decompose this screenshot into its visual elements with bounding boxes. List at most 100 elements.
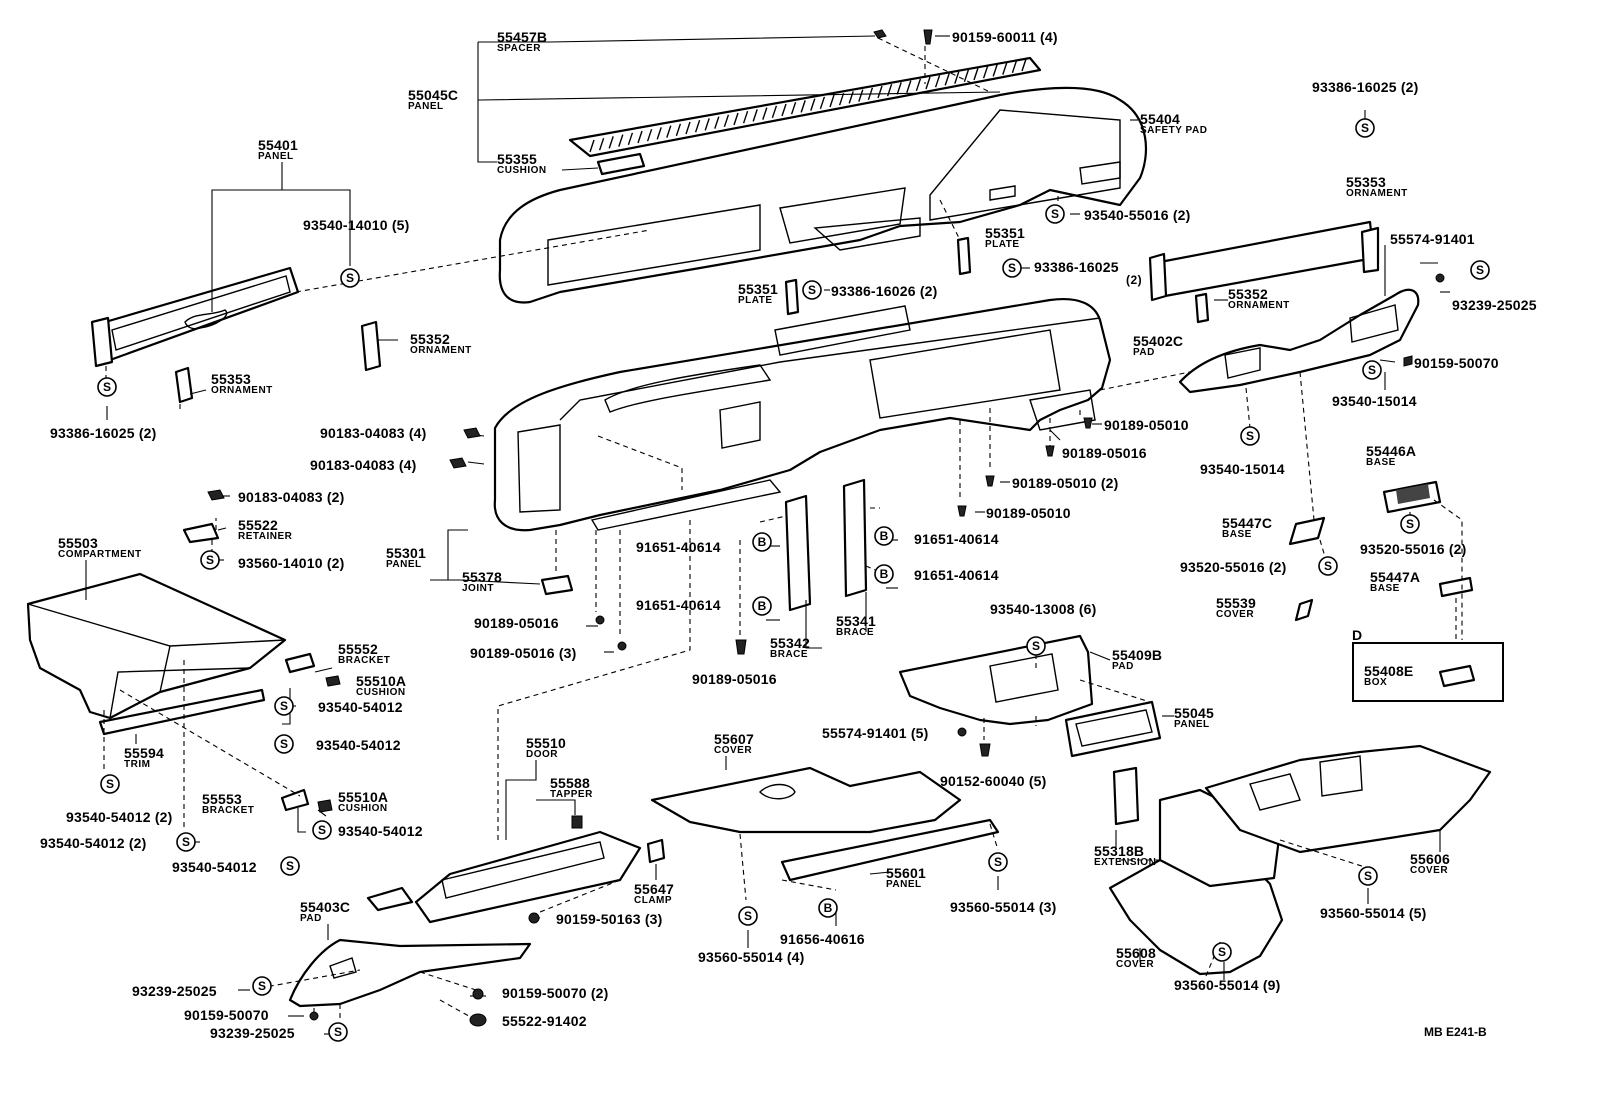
callout-c82: 93239-25025 [132, 983, 217, 999]
callout-c47: 93540-13008 (6) [990, 601, 1097, 617]
callout-c52: 90189-05016 (3) [470, 645, 577, 661]
screw-symbol: S [176, 832, 196, 852]
callout-c41: 93520-55016 (2) [1180, 559, 1287, 575]
grille-slot [1021, 58, 1027, 72]
screw-symbol: S [1355, 118, 1375, 138]
svg-text:S: S [1476, 263, 1484, 277]
callout-c72: 93540-54012 [172, 859, 257, 875]
panel-55401 [90, 266, 300, 368]
cover-55607 [650, 766, 962, 834]
inset-letter: D [1352, 627, 1363, 643]
callout-c88: 93239-25025 [210, 1025, 295, 1041]
svg-text:S: S [1364, 869, 1372, 883]
grille-slot [906, 80, 912, 93]
grille-slot [877, 85, 883, 99]
callout-c37: 91651-40614 [636, 539, 721, 555]
callout-c32: 90189-05010 [986, 505, 1071, 521]
screw-symbol: S [1318, 556, 1338, 576]
callout-c39: 93520-55016 (2) [1360, 541, 1467, 557]
callout-c55: 90189-05016 [692, 671, 777, 687]
callout-c27: 90183-04083 (4) [310, 457, 417, 473]
door-55510 [366, 830, 642, 924]
callout-c13: 55574-91401 [1390, 231, 1475, 247]
bolt-symbol: B [752, 532, 772, 552]
callout-c43: 91651-40614 [914, 567, 999, 583]
bracket-55553 [280, 788, 310, 812]
screw-symbol: S [340, 268, 360, 288]
clamp-55647 [646, 838, 666, 864]
cushion-55510a-top [325, 675, 341, 687]
svg-text:S: S [1051, 207, 1059, 221]
callout-c30: 90189-05010 (2) [1012, 475, 1119, 491]
grille-slot [810, 98, 816, 111]
callout-c61: 55574-91401 (5) [822, 725, 929, 741]
screw-symbol: S [1026, 636, 1046, 656]
callout-c84: 93560-55014 (4) [698, 949, 805, 965]
callout-c6: 93386-16025 (2) [1312, 79, 1419, 95]
callout-c83: 90159-50070 (2) [502, 985, 609, 1001]
callout-c48: 90189-05016 [474, 615, 559, 631]
callout-c56: 93540-54012 [318, 699, 403, 715]
grille-slot [694, 119, 701, 133]
grille-slot [771, 105, 778, 119]
trim-55594 [98, 688, 266, 736]
callout-c25: 90183-04083 (4) [320, 425, 427, 441]
safety-pad-55404 [498, 86, 1148, 304]
callout-c85: 93560-55014 (9) [1174, 977, 1281, 993]
ornament-55353-right [1148, 220, 1380, 302]
callout-c38: 91651-40614 [914, 531, 999, 547]
panel-55301 [493, 297, 1112, 532]
grille-slot [762, 107, 768, 120]
callout-c8: 93540-14010 (5) [303, 217, 410, 233]
callout-c76: 93560-55014 (3) [950, 899, 1057, 915]
svg-text:S: S [1361, 121, 1369, 135]
grille-slot [704, 118, 710, 131]
panel-55045 [1064, 700, 1162, 758]
brace-55341 [842, 478, 868, 598]
svg-text:S: S [1032, 639, 1040, 653]
cover-55608 [1108, 788, 1284, 976]
fasteners [207, 29, 1445, 1027]
cushion-55510a-bottom [317, 799, 333, 813]
base-55447c [1288, 516, 1326, 546]
callout-c15: 93386-16026 (2) [831, 283, 938, 299]
plate-55351-right [956, 236, 972, 276]
svg-text:S: S [994, 855, 1002, 869]
ornament-55353-left [174, 366, 194, 404]
cover-55606 [1204, 744, 1492, 854]
svg-text:S: S [318, 823, 326, 837]
grille-slot [925, 76, 931, 90]
screw-symbol: S [252, 976, 272, 996]
grille-slot [858, 89, 864, 102]
grille-slot [790, 101, 797, 115]
svg-text:S: S [1324, 559, 1332, 573]
screw-symbol: S [988, 852, 1008, 872]
retainer-55522 [182, 522, 220, 544]
box-55408e [1438, 664, 1476, 688]
base-55447a [1438, 576, 1474, 598]
grille-slot [723, 114, 730, 128]
screw-symbol: S [100, 774, 120, 794]
